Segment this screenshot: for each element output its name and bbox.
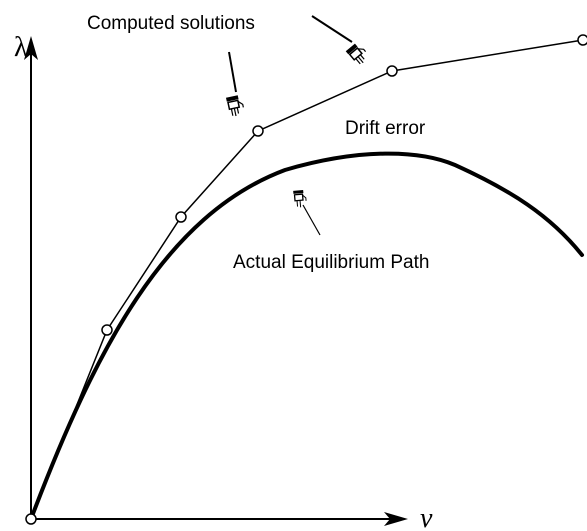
solution-point bbox=[25, 513, 37, 525]
computed-pointer-line-left bbox=[228, 51, 237, 93]
computed-solution-points bbox=[25, 34, 587, 525]
y-axis-symbol: λ bbox=[14, 32, 28, 63]
drift-error-label: Drift error bbox=[345, 118, 426, 139]
computed-pointer-line-right bbox=[311, 15, 353, 43]
solution-point bbox=[101, 324, 113, 336]
pointing-hand-icon bbox=[293, 190, 307, 208]
actual-pointer-line bbox=[302, 204, 321, 236]
computed-solutions-path bbox=[30, 39, 584, 520]
y-axis-arrowhead bbox=[24, 36, 38, 60]
computed-solutions-label: Computed solutions bbox=[87, 13, 255, 34]
solution-point bbox=[175, 211, 187, 223]
actual-equilibrium-path bbox=[29, 151, 584, 521]
pointing-hand-icon bbox=[225, 95, 244, 117]
x-axis-symbol: v bbox=[420, 503, 433, 531]
solution-point bbox=[386, 65, 398, 77]
solution-point bbox=[577, 34, 587, 46]
solution-point bbox=[252, 125, 264, 137]
axes bbox=[24, 36, 408, 526]
pointing-hand-icon bbox=[345, 43, 367, 65]
x-axis-arrowhead bbox=[384, 512, 408, 526]
actual-equilibrium-path-label: Actual Equilibrium Path bbox=[233, 252, 429, 273]
